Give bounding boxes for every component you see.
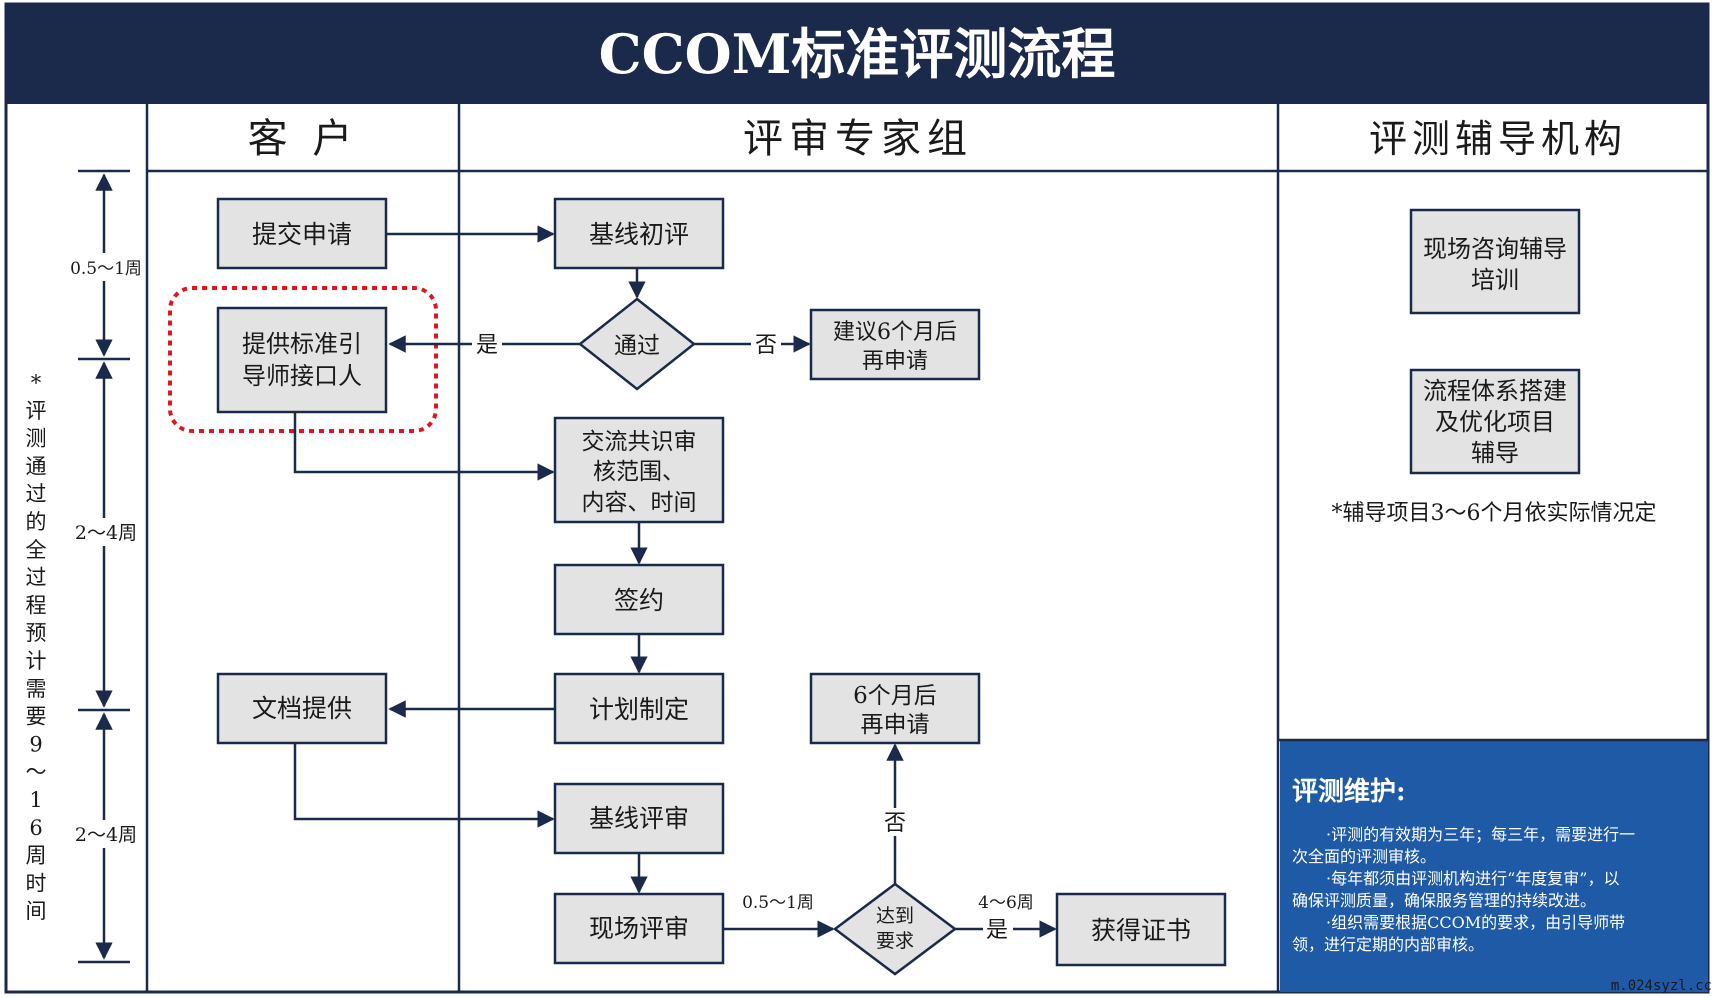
- process-system-building-line2: 及优化项目: [1435, 408, 1555, 436]
- baseline-review-label: 基线评审: [589, 804, 689, 833]
- reapply-after-6-months-box: [809, 672, 981, 745]
- provide-mentor-contact-line2: 导师接口人: [242, 362, 362, 390]
- plan-making-box: [553, 672, 725, 745]
- connectors: [293, 225, 1057, 938]
- suggest-reapply-line1: 建议6个月后: [833, 320, 957, 345]
- meets-requirements-line2: 要求: [876, 930, 914, 952]
- maintenance-p2-line2: 确保评测质量，确保服务管理的持续改进。: [1292, 891, 1596, 910]
- submit-application-box: [216, 197, 388, 270]
- process-system-building-box: [1409, 368, 1581, 475]
- submit-application-label: 提交申请: [252, 220, 352, 249]
- pass-decision-label: 通过: [614, 333, 660, 359]
- coaching-duration-note: *辅导项目3～6个月依实际情况定: [1332, 501, 1657, 526]
- provide-documents-box: [216, 672, 388, 745]
- provide-mentor-contact-line1: 提供标准引: [242, 330, 362, 358]
- exchange-consensus-line3: 内容、时间: [582, 490, 697, 516]
- baseline-initial-box: [553, 197, 725, 270]
- reapply-after-6-months-line1: 6个月后: [853, 683, 937, 709]
- maintenance-heading: 评测维护:: [1292, 776, 1406, 807]
- exchange-consensus-box: [553, 416, 725, 524]
- pass-decision-diamond: [577, 297, 697, 391]
- highlight-dotted-frame: [168, 286, 438, 433]
- onsite-review-box: [553, 892, 725, 965]
- provide-documents-label: 文档提供: [252, 694, 352, 723]
- provide-mentor-contact-box: [216, 306, 388, 414]
- meets-requirements-line1: 达到: [876, 905, 914, 927]
- timeline-label-2: 2～4周: [75, 522, 137, 544]
- timeline-label-1: 0.5～1周: [70, 259, 142, 279]
- maintenance-p1-line1: ·评测的有效期为三年；每三年，需要进行一: [1326, 825, 1635, 844]
- edge-label-yes-1: 是: [476, 333, 498, 358]
- obtain-certificate-box: [1055, 892, 1227, 967]
- edge-label-no-1: 否: [755, 333, 777, 358]
- timeline-label-3: 2～4周: [75, 824, 137, 846]
- onsite-consulting-training-box: [1409, 208, 1581, 315]
- suggest-reapply-box: [809, 308, 981, 381]
- lane-header-customer: 客 户: [248, 116, 359, 162]
- process-system-building-line3: 辅导: [1471, 439, 1519, 467]
- watermark-text: m.024syzl.cc: [1611, 978, 1712, 994]
- edge-label-onsite-time: 0.5～1周: [742, 893, 814, 913]
- exchange-consensus-line1: 交流共识审: [582, 429, 697, 455]
- process-system-building-line1: 流程体系搭建: [1423, 377, 1567, 405]
- lane-header-institution: 评测辅导机构: [1369, 117, 1627, 161]
- page-title: CCOM标准评测流程: [599, 22, 1116, 86]
- maintenance-p3-line1: ·组织需要根据CCOM的要求，由引导师带: [1326, 913, 1625, 932]
- baseline-review-box: [553, 782, 725, 855]
- onsite-review-label: 现场评审: [589, 914, 689, 943]
- onsite-consulting-training-line1: 现场咨询辅导: [1423, 235, 1567, 263]
- suggest-reapply-line2: 再申请: [862, 349, 928, 374]
- onsite-consulting-training-line2: 培训: [1471, 266, 1519, 294]
- maintenance-p1-line2: 次全面的评测审核。: [1292, 847, 1436, 866]
- plan-making-label: 计划制定: [589, 695, 689, 724]
- edge-label-no-2: 否: [884, 811, 906, 836]
- lane-header-experts: 评审专家组: [743, 116, 973, 162]
- baseline-initial-label: 基线初评: [589, 220, 689, 249]
- sign-contract-label: 签约: [614, 586, 664, 615]
- exchange-consensus-line2: 核范围、: [593, 459, 685, 485]
- reapply-after-6-months-line2: 再申请: [861, 712, 930, 738]
- obtain-certificate-label: 获得证书: [1091, 916, 1191, 945]
- maintenance-panel: [1280, 740, 1708, 992]
- maintenance-p3-line2: 领，进行定期的内部审核。: [1292, 935, 1484, 954]
- meets-requirements-diamond: [832, 882, 958, 976]
- maintenance-body: ·评测的有效期为三年；每三年，需要进行一 次全面的评测审核。 ·每年都须由评测机…: [1292, 825, 1635, 954]
- maintenance-p2-line1: ·每年都须由评测机构进行“年度复审”，以: [1326, 869, 1619, 888]
- edge-label-cert-time: 4～6周: [978, 893, 1034, 913]
- edge-label-yes-2: 是: [986, 918, 1008, 943]
- title-banner: [6, 4, 1708, 104]
